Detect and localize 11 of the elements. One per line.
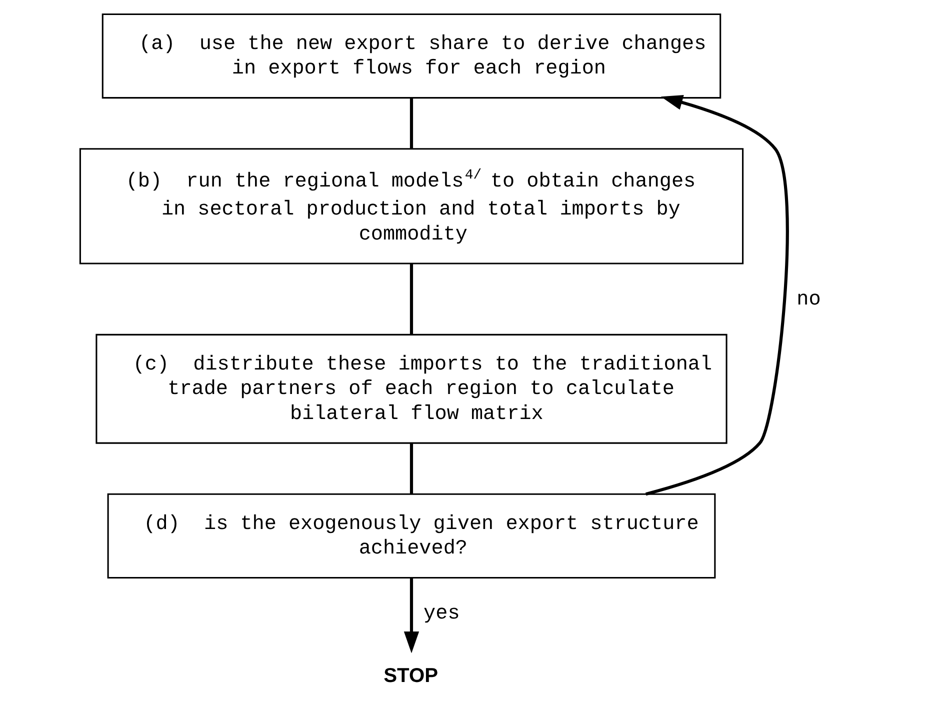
node-box: (d) is the exogenously given export structure achieved? [107,493,716,579]
node-box: (c) distribute these imports to the traditional trade partners of each region to calculate bilateral flow matrix [96,334,728,444]
connector [410,98,414,149]
edge-label: yes [424,602,460,626]
connector [410,264,414,335]
node-box: (a) use the new export share to derive changes in export flows for each region [102,13,722,99]
arrow [645,95,789,496]
edge-label: no [796,288,821,312]
arrow [404,578,420,654]
connector [410,443,414,494]
node-text: STOP [384,665,438,688]
